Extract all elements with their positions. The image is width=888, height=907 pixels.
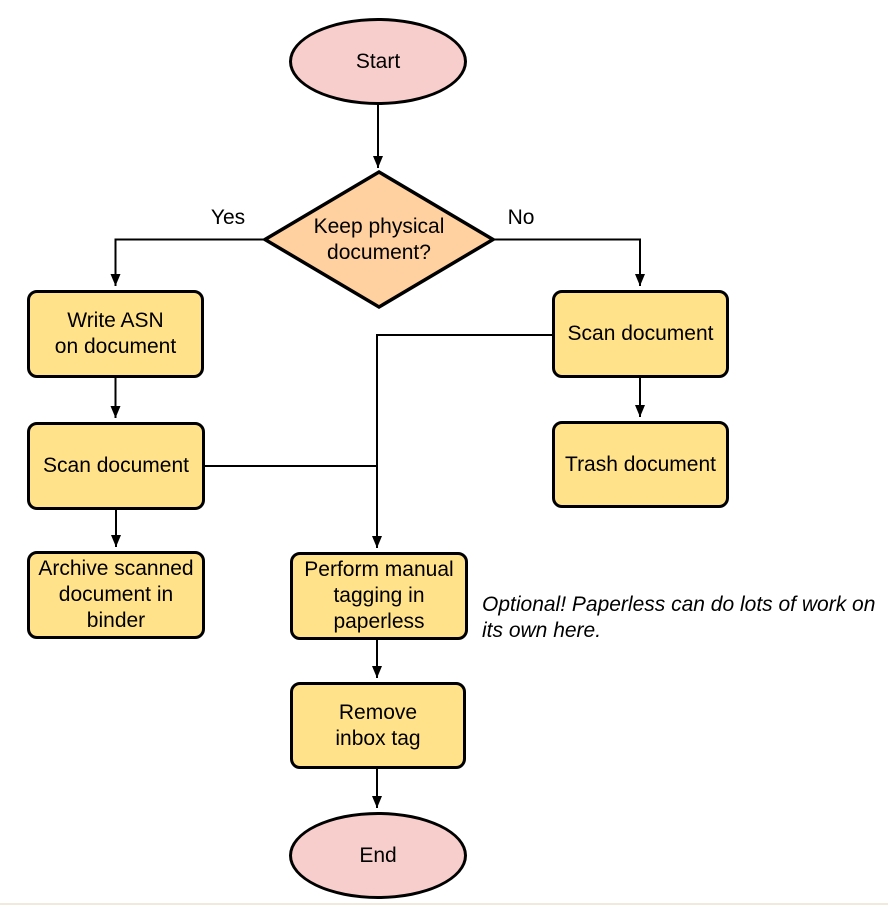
decision-diamond-shape — [261, 169, 497, 310]
node-write-asn: Write ASN on document — [27, 290, 204, 378]
edge-scan-right-to-tagging — [372, 334, 552, 548]
node-scan-document-left: Scan document — [27, 422, 205, 510]
node-scan-document-left-label: Scan document — [43, 454, 189, 477]
edge-label-no: No — [507, 206, 535, 229]
edge-decision-no-to-scan-right — [493, 238, 645, 286]
node-archive-binder-label: Archive scanned document in binder — [38, 557, 194, 632]
node-archive-binder: Archive scanned document in binder — [27, 551, 205, 639]
node-scan-document-right: Scan document — [552, 290, 729, 378]
node-manual-tagging-label: Perform manual tagging in paperless — [304, 558, 454, 633]
node-start-label: Start — [355, 49, 401, 73]
optional-note: Optional! Paperless can do lots of work … — [482, 593, 876, 642]
node-trash-document: Trash document — [552, 421, 729, 508]
node-end: End — [289, 812, 467, 899]
node-decision-label: Keep physical document? — [313, 214, 445, 264]
node-remove-inbox-tag: Remove inbox tag — [290, 682, 466, 769]
node-manual-tagging: Perform manual tagging in paperless — [290, 552, 468, 640]
node-start: Start — [289, 18, 467, 105]
node-decision: Keep physical document? — [279, 209, 479, 270]
edge-label-yes: Yes — [210, 206, 246, 229]
node-scan-document-right-label: Scan document — [567, 322, 714, 345]
edge-decision-yes-to-write-asn — [110, 238, 265, 286]
node-write-asn-label: Write ASN on document — [54, 309, 177, 358]
page-bottom-border — [0, 903, 888, 905]
node-remove-inbox-tag-label: Remove inbox tag — [335, 700, 421, 750]
node-end-label: End — [359, 843, 397, 867]
node-trash-document-label: Trash document — [565, 452, 716, 476]
